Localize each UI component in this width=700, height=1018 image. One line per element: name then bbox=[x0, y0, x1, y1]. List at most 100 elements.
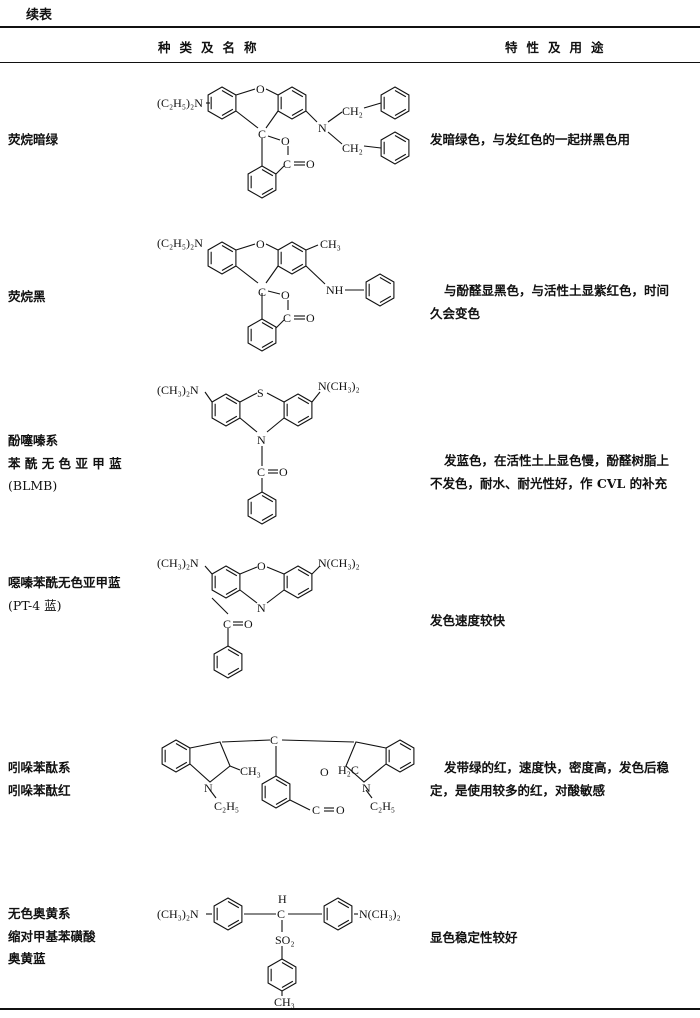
svg-text:(C₂H₅)₂N: (C₂H₅)₂N bbox=[157, 96, 203, 110]
benzene-ring bbox=[380, 86, 410, 120]
double-bond bbox=[275, 779, 288, 787]
svg-text:C: C bbox=[312, 803, 320, 817]
benzene-ring bbox=[211, 565, 241, 599]
double-bond bbox=[394, 153, 407, 161]
double-bond bbox=[221, 108, 234, 116]
double-bond bbox=[261, 322, 274, 330]
double-bond bbox=[221, 90, 234, 98]
svg-text:C: C bbox=[270, 733, 278, 747]
double-bond bbox=[275, 797, 288, 805]
double-bond bbox=[291, 263, 304, 271]
double-bond bbox=[225, 415, 238, 423]
svg-text:SO₂: SO₂ bbox=[275, 933, 295, 947]
row-desc: 发色速度较快 bbox=[430, 613, 506, 628]
svg-text:O: O bbox=[256, 82, 265, 96]
row-name: 荧烷暗绿 bbox=[8, 132, 59, 147]
double-bond bbox=[399, 743, 412, 751]
svg-text:S: S bbox=[257, 386, 264, 400]
svg-text:(CH₃)₂N: (CH₃)₂N bbox=[157, 383, 199, 397]
row-desc: 发蓝色，在活性土上显色慢，酚醛树脂上不发色，耐水、耐光性好，作 CVL 的补充 bbox=[430, 453, 670, 491]
svg-text:N(CH₃)₂: N(CH₃)₂ bbox=[318, 556, 360, 570]
double-bond bbox=[227, 901, 240, 909]
svg-text:CH₃: CH₃ bbox=[320, 237, 341, 251]
double-bond bbox=[221, 245, 234, 253]
row-name: 无色奥黄系缩对甲基苯磺酸奥黄蓝 bbox=[8, 906, 96, 966]
benzene-ring bbox=[283, 565, 313, 599]
benzene-ring bbox=[161, 739, 191, 773]
benzene-ring bbox=[261, 775, 291, 809]
svg-text:C: C bbox=[223, 617, 231, 631]
double-bond bbox=[281, 980, 294, 988]
double-bond bbox=[281, 962, 294, 970]
svg-text:O: O bbox=[320, 765, 329, 779]
svg-text:CH₃: CH₃ bbox=[240, 764, 261, 778]
structure-3: (CH₃)₂N S N(CH₃)₂ N C O bbox=[157, 379, 360, 525]
benzene-ring bbox=[247, 318, 277, 352]
double-bond bbox=[221, 263, 234, 271]
svg-text:C₂H₅: C₂H₅ bbox=[370, 799, 395, 813]
double-bond bbox=[379, 277, 392, 285]
svg-text:C: C bbox=[258, 285, 266, 299]
svg-text:O: O bbox=[336, 803, 345, 817]
benzene-ring bbox=[380, 131, 410, 165]
row-name: 噁嗪苯酰无色亚甲蓝(PT-4 蓝) bbox=[8, 575, 121, 613]
double-bond bbox=[175, 761, 188, 769]
benzene-ring bbox=[213, 645, 243, 679]
benzene-ring bbox=[283, 393, 313, 427]
double-bond bbox=[394, 90, 407, 98]
svg-text:N: N bbox=[362, 781, 371, 795]
svg-text:N: N bbox=[257, 433, 266, 447]
table-bottom-rule bbox=[0, 1008, 700, 1010]
row-desc: 显色稳定性较好 bbox=[430, 930, 518, 945]
row-desc: 与酚醛显黑色，与活性土显紫红色，时间久会变色 bbox=[430, 283, 670, 321]
structure-2: (C₂H₅)₂N O CH₃ NH C O C O bbox=[157, 236, 395, 352]
svg-text:H: H bbox=[278, 892, 287, 906]
double-bond bbox=[297, 569, 310, 577]
structure-1: (C₂H₅)₂N O N CH₂ CH₂ C O C O bbox=[157, 82, 410, 199]
svg-text:O: O bbox=[281, 134, 290, 148]
benzene-ring bbox=[267, 958, 297, 992]
double-bond bbox=[399, 761, 412, 769]
benzene-ring bbox=[277, 241, 307, 275]
row-desc: 发暗绿色，与发红色的一起拼黑色用 bbox=[430, 132, 631, 147]
double-bond bbox=[379, 295, 392, 303]
double-bond bbox=[225, 569, 238, 577]
double-bond bbox=[225, 397, 238, 405]
svg-text:O: O bbox=[306, 311, 315, 325]
double-bond bbox=[394, 135, 407, 143]
svg-text:N: N bbox=[204, 781, 213, 795]
row-desc: 发带绿的红，速度快，密度高，发色后稳定，是使用较多的红，对酸敏感 bbox=[430, 760, 670, 798]
svg-text:O: O bbox=[279, 465, 288, 479]
svg-text:O: O bbox=[281, 288, 290, 302]
benzene-ring bbox=[211, 393, 241, 427]
benzene-ring bbox=[323, 897, 353, 931]
structure-6: (CH₃)₂N H C N(CH₃)₂ SO₂ CH₃ bbox=[157, 892, 401, 1009]
svg-text:O: O bbox=[306, 157, 315, 171]
benzene-ring bbox=[207, 86, 237, 120]
svg-text:(C₂H₅)₂N: (C₂H₅)₂N bbox=[157, 236, 203, 250]
double-bond bbox=[291, 108, 304, 116]
svg-text:NH: NH bbox=[326, 283, 344, 297]
svg-text:N: N bbox=[257, 601, 266, 615]
header-name: 种类及名称 bbox=[158, 40, 266, 55]
double-bond bbox=[261, 340, 274, 348]
double-bond bbox=[261, 513, 274, 521]
double-bond bbox=[225, 587, 238, 595]
svg-text:C₂H₅: C₂H₅ bbox=[214, 799, 239, 813]
svg-text:C: C bbox=[257, 465, 265, 479]
double-bond bbox=[291, 245, 304, 253]
double-bond bbox=[297, 587, 310, 595]
header-properties: 特性及用途 bbox=[505, 40, 613, 55]
svg-text:CH₃: CH₃ bbox=[274, 995, 295, 1009]
double-bond bbox=[175, 743, 188, 751]
double-bond bbox=[337, 901, 350, 909]
benzene-ring bbox=[277, 86, 307, 120]
double-bond bbox=[261, 187, 274, 195]
double-bond bbox=[227, 649, 240, 657]
svg-text:C: C bbox=[258, 127, 266, 141]
svg-text:O: O bbox=[257, 559, 266, 573]
double-bond bbox=[261, 169, 274, 177]
double-bond bbox=[394, 108, 407, 116]
benzene-ring bbox=[365, 273, 395, 307]
